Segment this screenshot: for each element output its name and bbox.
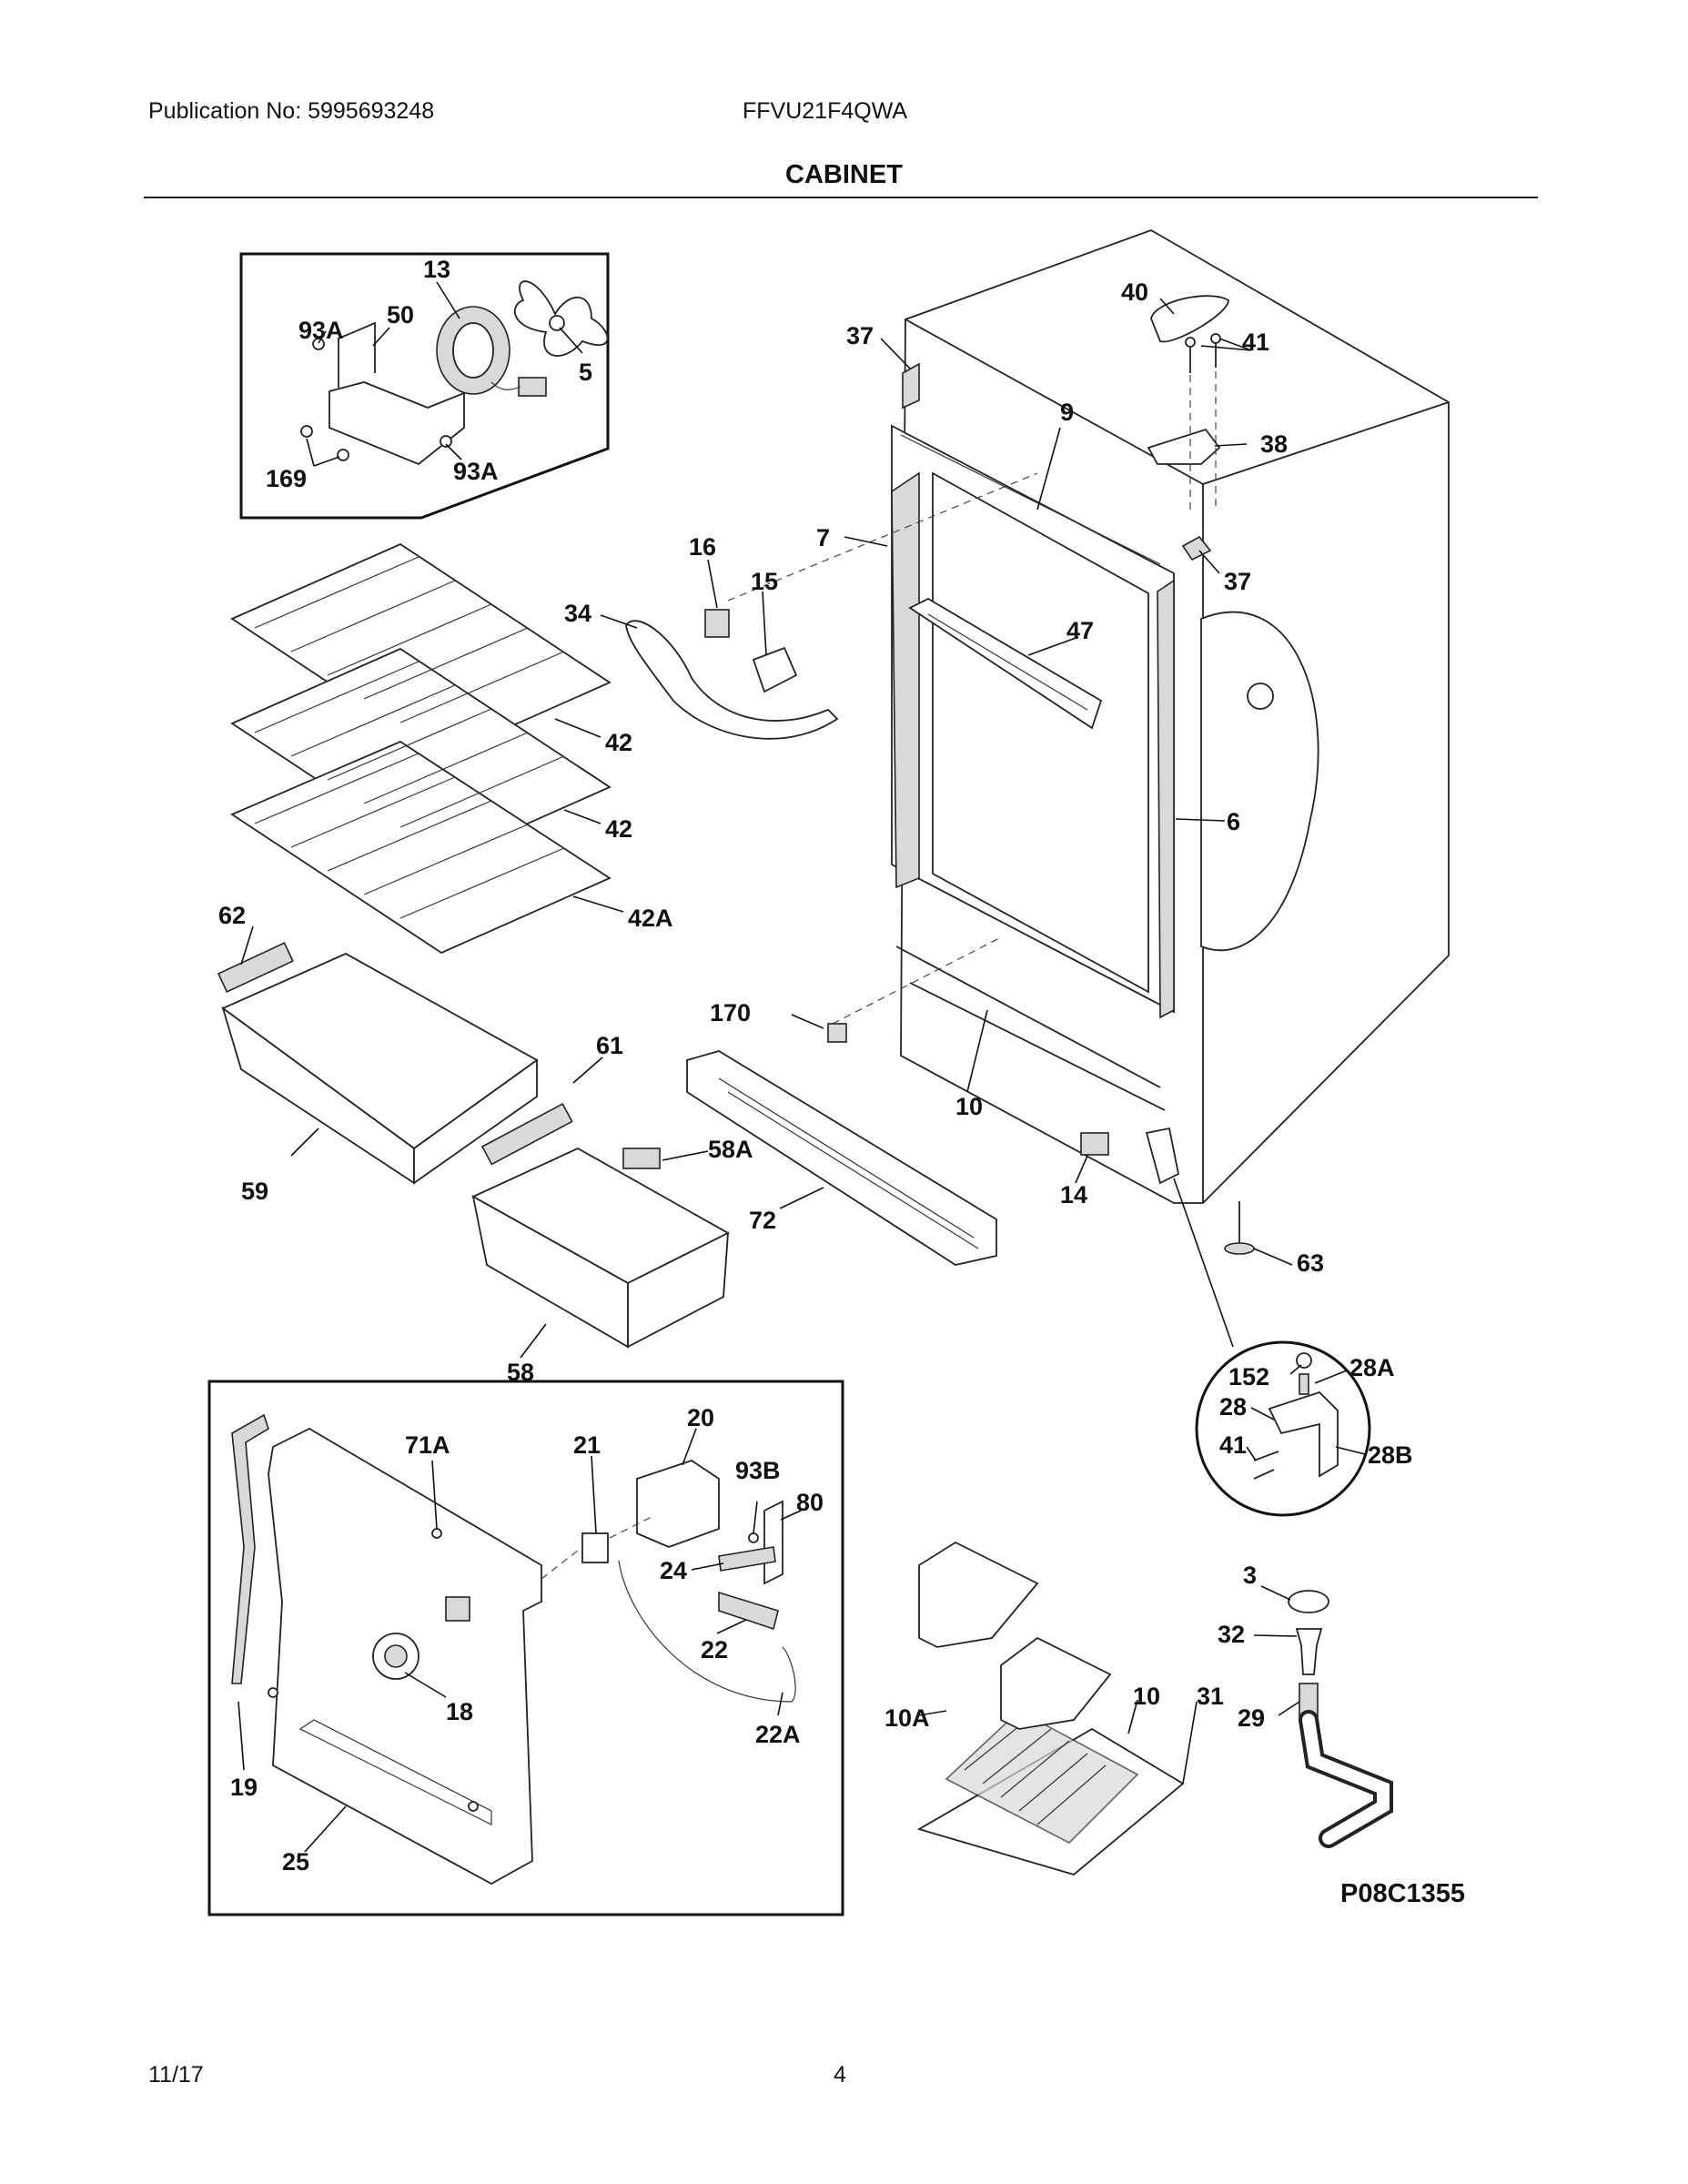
callout-20: 20 — [687, 1404, 714, 1431]
header-rule — [144, 197, 1538, 198]
callout-62: 62 — [218, 902, 246, 929]
baskets — [217, 925, 730, 1359]
callout-42: 42 — [605, 729, 632, 756]
callout-50: 50 — [387, 301, 414, 329]
callout-72: 72 — [749, 1207, 776, 1234]
callout-59: 59 — [241, 1178, 268, 1205]
callout-14: 14 — [1060, 1181, 1087, 1208]
callout-10: 10 — [955, 1093, 983, 1120]
callout-41: 41 — [1219, 1431, 1247, 1459]
model-number: FFVU21F4QWA — [743, 98, 908, 124]
callout-21: 21 — [573, 1431, 601, 1459]
fan-assembly-inset — [239, 252, 610, 520]
callout-28B: 28B — [1368, 1441, 1413, 1469]
cabinet-body — [727, 229, 1450, 1204]
publication-number: Publication No: 5995693248 — [148, 98, 435, 124]
callout-25: 25 — [282, 1848, 309, 1876]
callout-42A: 42A — [628, 905, 673, 932]
callout-16: 16 — [689, 533, 716, 561]
callout-5: 5 — [579, 359, 592, 386]
callout-170: 170 — [710, 999, 751, 1026]
callout-93A: 93A — [298, 317, 344, 344]
callout-19: 19 — [230, 1774, 258, 1801]
grille-and-hardware — [686, 1014, 1293, 1348]
callout-32: 32 — [1218, 1621, 1245, 1648]
callout-7: 7 — [816, 524, 830, 551]
callout-71A: 71A — [405, 1431, 450, 1459]
callout-13: 13 — [423, 256, 450, 283]
page-number: 4 — [834, 2062, 846, 2088]
callout-18: 18 — [446, 1698, 473, 1725]
callout-41: 41 — [1242, 329, 1269, 356]
section-title: CABINET — [785, 160, 903, 189]
callout-40: 40 — [1121, 278, 1148, 306]
callout-93A: 93A — [453, 458, 499, 485]
hinge-detail-inset — [1195, 1340, 1371, 1517]
callout-29: 29 — [1238, 1704, 1265, 1732]
wire-shelves — [230, 542, 624, 955]
callout-28A: 28A — [1349, 1354, 1395, 1381]
callout-169: 169 — [266, 465, 307, 492]
callout-28: 28 — [1219, 1393, 1247, 1421]
callout-37: 37 — [846, 322, 874, 349]
defrost-heater-assembly — [916, 1541, 1198, 1876]
callout-9: 9 — [1060, 399, 1074, 426]
callout-6: 6 — [1227, 808, 1240, 835]
light-assembly — [600, 559, 839, 740]
callout-37: 37 — [1224, 568, 1251, 595]
callout-10: 10 — [1133, 1683, 1160, 1710]
callout-58A: 58A — [708, 1136, 753, 1163]
callout-93B: 93B — [735, 1457, 781, 1484]
diagram-code: P08C1355 — [1340, 1879, 1465, 1908]
callout-34: 34 — [564, 600, 591, 627]
callout-42: 42 — [605, 815, 632, 843]
callout-61: 61 — [596, 1032, 623, 1059]
footer-date: 11/17 — [148, 2062, 204, 2088]
callout-22A: 22A — [755, 1721, 801, 1748]
callout-3: 3 — [1243, 1562, 1257, 1589]
rear-panel-inset — [207, 1380, 844, 1916]
callout-15: 15 — [751, 568, 778, 595]
callout-10A: 10A — [884, 1704, 930, 1732]
callout-58: 58 — [507, 1359, 534, 1386]
callout-22: 22 — [701, 1636, 728, 1663]
callout-152: 152 — [1228, 1363, 1269, 1390]
drain-assembly — [1253, 1585, 1393, 1848]
callout-47: 47 — [1066, 617, 1094, 644]
callout-labels: 13 93A 50 5 169 93A 40 41 37 9 38 7 37 1… — [218, 256, 1465, 1908]
callout-80: 80 — [796, 1489, 824, 1516]
callout-63: 63 — [1297, 1249, 1324, 1277]
callout-31: 31 — [1197, 1683, 1224, 1710]
callout-38: 38 — [1260, 430, 1288, 458]
callout-24: 24 — [660, 1557, 687, 1584]
